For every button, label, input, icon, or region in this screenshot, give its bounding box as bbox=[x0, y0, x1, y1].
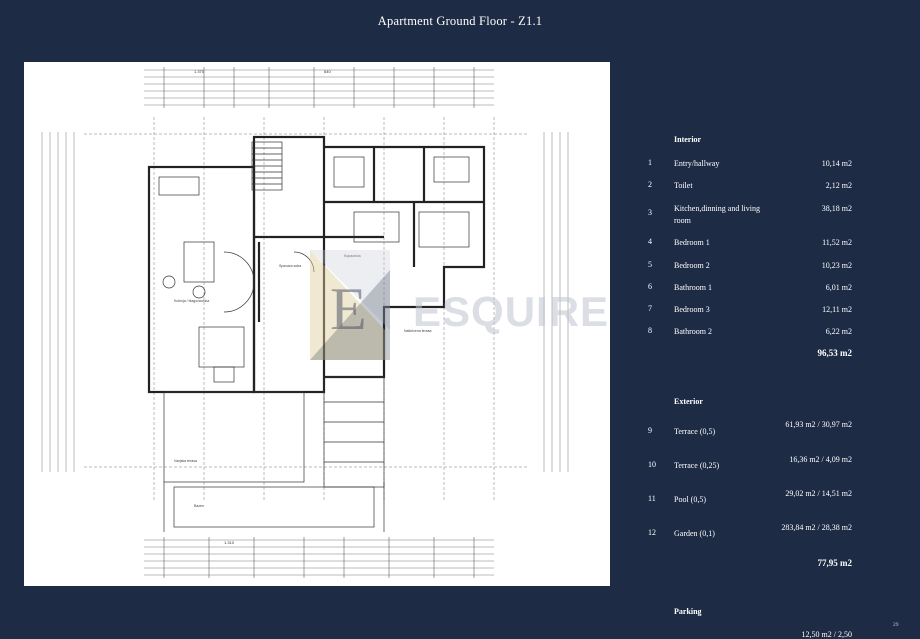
svg-text:1.310: 1.310 bbox=[224, 540, 235, 545]
exterior-heading: Exterior bbox=[674, 397, 703, 406]
svg-text:1.370: 1.370 bbox=[194, 69, 205, 74]
floor-plan-svg: Kuhinja / blagovaonica Spavaca soba Kupa… bbox=[41, 67, 569, 578]
logo-letter: E bbox=[330, 276, 367, 342]
svg-text:Vanjska terasa: Vanjska terasa bbox=[174, 459, 197, 463]
interior-total: 96,53 m2 bbox=[817, 348, 853, 358]
interior-heading: Interior bbox=[674, 135, 702, 144]
svg-text:640: 640 bbox=[324, 69, 331, 74]
esquire-logo-watermark bbox=[310, 250, 390, 360]
svg-text:Kupaonica: Kupaonica bbox=[344, 254, 361, 258]
floor-plan-drawing: Kuhinja / blagovaonica Spavaca soba Kupa… bbox=[24, 62, 610, 586]
svg-text:Natkrivena terasa: Natkrivena terasa bbox=[404, 329, 431, 333]
svg-text:Bazen: Bazen bbox=[194, 504, 204, 508]
page-title: Apartment Ground Floor - Z1.1 bbox=[377, 14, 543, 28]
svg-text:Spavaca soba: Spavaca soba bbox=[279, 264, 301, 268]
page-number: 29 bbox=[893, 622, 899, 628]
svg-text:Kuhinja / blagovaonica: Kuhinja / blagovaonica bbox=[174, 299, 209, 303]
exterior-total: 77,95 m2 bbox=[817, 558, 853, 568]
logo-wordmark: ESQUIRE bbox=[413, 288, 610, 335]
parking-heading: Parking bbox=[674, 607, 702, 616]
